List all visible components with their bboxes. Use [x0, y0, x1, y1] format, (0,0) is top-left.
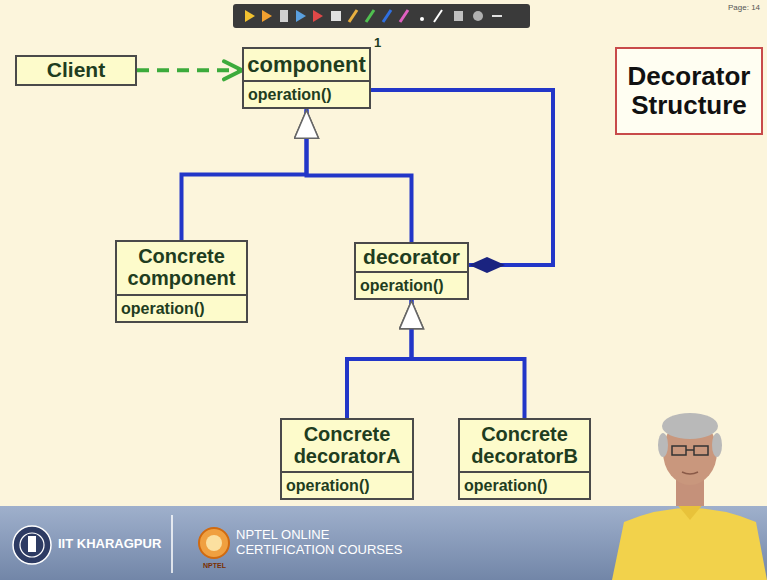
iit-logo	[13, 526, 51, 564]
composition-line	[371, 90, 553, 265]
operation-text: operation()	[356, 271, 467, 298]
operation-text: operation()	[460, 471, 589, 498]
operation-text: operation()	[244, 80, 369, 107]
class-box: Concrete decoratorBoperation()	[458, 418, 591, 500]
inheritance-line	[412, 300, 525, 418]
footer-divider	[171, 515, 173, 573]
class-name: Client	[17, 57, 135, 84]
inheritance-line	[182, 109, 307, 240]
toolbar	[233, 4, 530, 28]
inheritance-line	[307, 109, 412, 242]
class-box: decoratoroperation()	[354, 242, 469, 300]
class-name: component	[244, 49, 369, 80]
class-name: Concrete component	[117, 242, 246, 294]
institute-name: IIT KHARAGPUR	[58, 537, 168, 552]
class-box: Concrete componentoperation()	[115, 240, 248, 323]
class-box: Client	[15, 55, 137, 86]
course-banner: NPTEL ONLINE CERTIFICATION COURSES	[236, 528, 416, 558]
presenter-figure	[612, 413, 767, 580]
dependency-arrow	[137, 68, 242, 72]
class-name: Concrete decoratorB	[460, 420, 589, 471]
operation-text: operation()	[117, 294, 246, 321]
class-box: Concrete decoratorAoperation()	[280, 418, 414, 500]
diagram-title: Decorator Structure	[617, 62, 761, 120]
title-box: Decorator Structure	[615, 47, 763, 135]
class-name: decorator	[356, 244, 467, 271]
multiplicity-label: 1	[374, 36, 388, 51]
class-name: Concrete decoratorA	[282, 420, 412, 471]
page-number: Page: 14	[728, 3, 764, 12]
inheritance-line	[347, 300, 412, 418]
nptel-logo	[199, 528, 229, 558]
operation-text: operation()	[282, 471, 412, 498]
toolbar-icons	[245, 10, 502, 22]
footer-band	[0, 506, 767, 580]
class-box: componentoperation()	[242, 47, 371, 109]
logo-caption: NPTEL	[203, 562, 229, 570]
